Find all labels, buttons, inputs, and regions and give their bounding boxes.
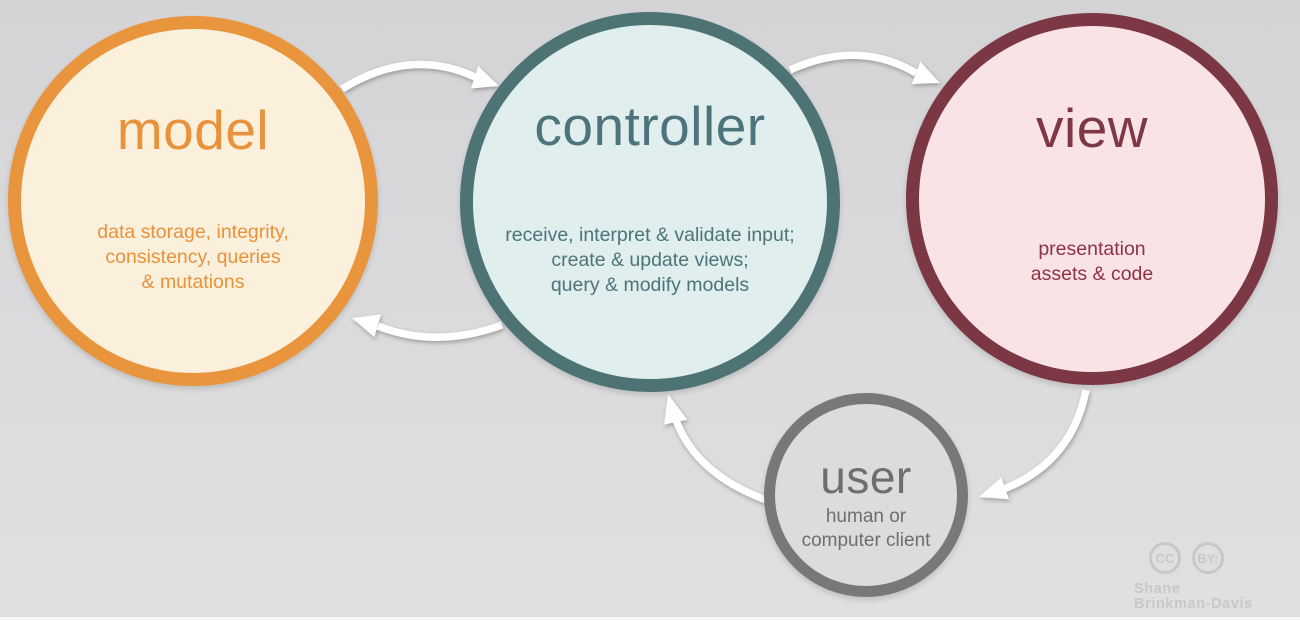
controller-description-line: create & update views; xyxy=(551,249,749,271)
model-description-line: consistency, queries xyxy=(105,246,281,268)
arrow-controller-to-view xyxy=(788,51,918,77)
cc-by-icon: BY: xyxy=(1192,542,1224,574)
user-description-line: computer client xyxy=(801,530,931,551)
license-badges: CC BY: xyxy=(1134,542,1284,574)
node-controller: controller receive, interpret & validate… xyxy=(460,12,840,392)
view-description-line: assets & code xyxy=(1030,263,1154,285)
model-description-line: data storage, integrity, xyxy=(97,221,289,243)
author-name: Shane Brinkman-Davis xyxy=(1134,582,1284,612)
node-view: view presentation assets & code xyxy=(906,13,1278,385)
bottom-edge-strip xyxy=(0,617,1300,620)
controller-description-line: query & modify models xyxy=(550,274,750,296)
view-description-line: presentation xyxy=(1038,238,1146,260)
model-description-line: & mutations xyxy=(141,271,245,293)
arrow-user-to-controller xyxy=(672,418,768,504)
arrow-controller-to-model-head xyxy=(352,314,381,338)
view-description: presentation assets & code xyxy=(919,237,1265,287)
attribution: CC BY: Shane Brinkman-Davis xyxy=(1134,542,1284,612)
arrow-model-to-controller-head xyxy=(470,65,499,89)
model-title: model xyxy=(116,99,270,161)
controller-description: receive, interpret & validate input; cre… xyxy=(473,223,827,298)
arrow-view-to-user-head xyxy=(979,477,1010,500)
controller-description-line: receive, interpret & validate input; xyxy=(505,224,795,246)
author-name-line1: Shane xyxy=(1134,581,1181,597)
controller-title: controller xyxy=(534,95,766,157)
author-name-line2: Brinkman-Davis xyxy=(1134,596,1253,612)
arrow-view-to-user xyxy=(1002,389,1090,493)
arrow-model-to-controller xyxy=(340,60,477,93)
user-description-line: human or xyxy=(825,506,907,527)
model-description: data storage, integrity, consistency, qu… xyxy=(21,220,365,295)
arrow-user-to-controller-head xyxy=(664,394,688,425)
node-model: model data storage, integrity, consisten… xyxy=(8,16,378,386)
user-title: user xyxy=(820,451,912,503)
node-user: user human or computer client xyxy=(764,393,968,597)
cc-icon: CC xyxy=(1149,542,1181,574)
view-title: view xyxy=(1035,97,1149,159)
arrow-controller-to-view-head xyxy=(911,61,940,84)
user-description: human or computer client xyxy=(775,505,957,553)
arrow-controller-to-model xyxy=(376,321,504,341)
